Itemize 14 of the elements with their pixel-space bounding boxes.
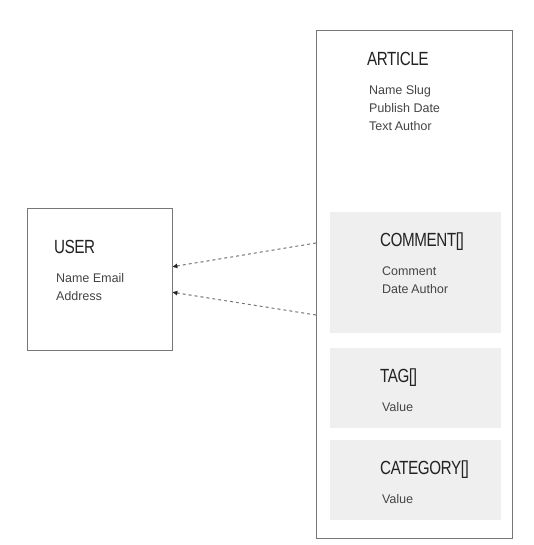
entity-title: USER [54, 237, 95, 259]
entity-title: COMMENT[] [380, 230, 464, 252]
dashed-arrow [172, 242, 316, 268]
entity-title: CATEGORY[] [380, 458, 468, 480]
field-list: Name Slug Publish Date Text Author [369, 81, 443, 135]
entity-title: ARTICLE [367, 49, 428, 71]
dashed-arrow [172, 290, 316, 316]
field-list: Value [382, 490, 482, 508]
field-list: Comment Date Author [382, 262, 456, 298]
entity-box [316, 30, 513, 539]
entity-box [27, 208, 173, 351]
entity-title: TAG[] [380, 366, 417, 388]
field-list: Name Email Address [56, 269, 166, 305]
field-list: Value [382, 398, 482, 416]
